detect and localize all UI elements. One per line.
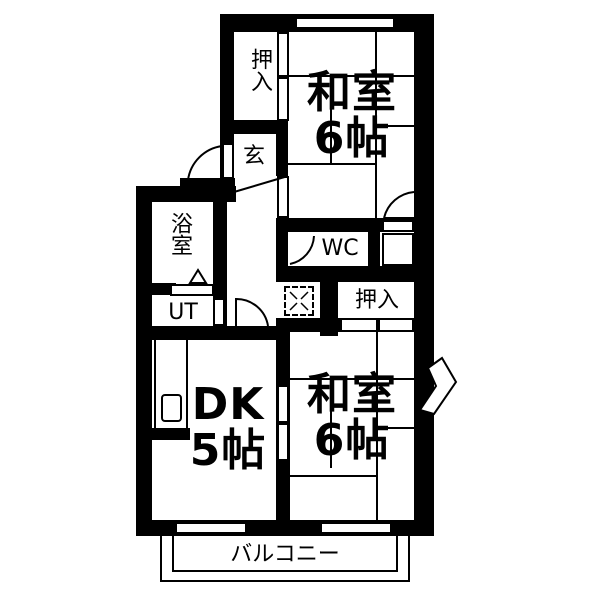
label-washitsu-north: 和室 6帖	[290, 67, 414, 165]
label-washitsu-south: 和室 6帖	[290, 369, 414, 467]
wall-oshiire-south-left	[320, 266, 338, 318]
label-balcony: バルコニー	[230, 542, 340, 567]
room-name: 和室	[307, 369, 397, 420]
label-oshiire-south: 押入	[354, 288, 399, 313]
wall-oshiire-north-bottom	[220, 120, 288, 134]
window-small	[382, 220, 414, 232]
window-dk-south	[175, 522, 247, 534]
wall-dk-stub	[136, 428, 190, 440]
tatami-line	[290, 475, 376, 477]
room-size: 6帖	[313, 415, 391, 467]
tatami-line	[376, 427, 414, 429]
kitchen-counter	[154, 340, 188, 428]
pipe-space-icon	[284, 286, 314, 316]
tatami-line	[290, 378, 414, 380]
label-genkan: 玄	[242, 144, 265, 169]
room-size: 6帖	[313, 113, 391, 165]
label-oshiire-north: 押入	[247, 48, 272, 92]
label-wc: WC	[321, 236, 359, 261]
label-dk: DK 5帖	[180, 379, 276, 477]
wall-bath-bottom	[136, 283, 176, 295]
tatami-line	[288, 75, 414, 77]
sliding-door	[277, 32, 289, 77]
label-ut: UT	[168, 300, 198, 325]
tatami-line	[330, 75, 332, 165]
window-washitsu-south	[320, 522, 392, 534]
label-bath: 浴室	[167, 212, 192, 256]
tatami-line	[330, 378, 332, 468]
tatami-line	[376, 125, 414, 127]
room-size: 5帖	[189, 425, 267, 477]
sliding-door	[340, 318, 378, 332]
wall-west	[136, 186, 152, 534]
window-north-top	[295, 17, 395, 29]
closet-box	[382, 233, 414, 266]
balcony-inner	[172, 536, 398, 572]
door-frame	[222, 143, 234, 179]
sliding-door	[277, 77, 289, 121]
balcony-outer	[160, 536, 410, 582]
room-name: 和室	[307, 67, 397, 118]
wall-bath-top	[136, 186, 236, 202]
sink-icon	[161, 394, 182, 422]
wall-wc-bottom	[276, 266, 434, 282]
wall-north-left	[220, 14, 234, 180]
wall-wc-left	[276, 218, 288, 278]
sliding-door	[277, 385, 289, 423]
tatami-line	[376, 332, 378, 520]
bath-step	[170, 284, 214, 296]
sliding-door	[277, 423, 289, 461]
sliding-door	[213, 298, 225, 326]
room-name: DK	[191, 379, 265, 430]
tatami-line	[288, 163, 376, 165]
sliding-door	[378, 318, 414, 332]
wall-wc-right	[368, 218, 380, 278]
wall-genkan-right	[276, 120, 288, 176]
wall-ut-bottom	[136, 326, 286, 340]
